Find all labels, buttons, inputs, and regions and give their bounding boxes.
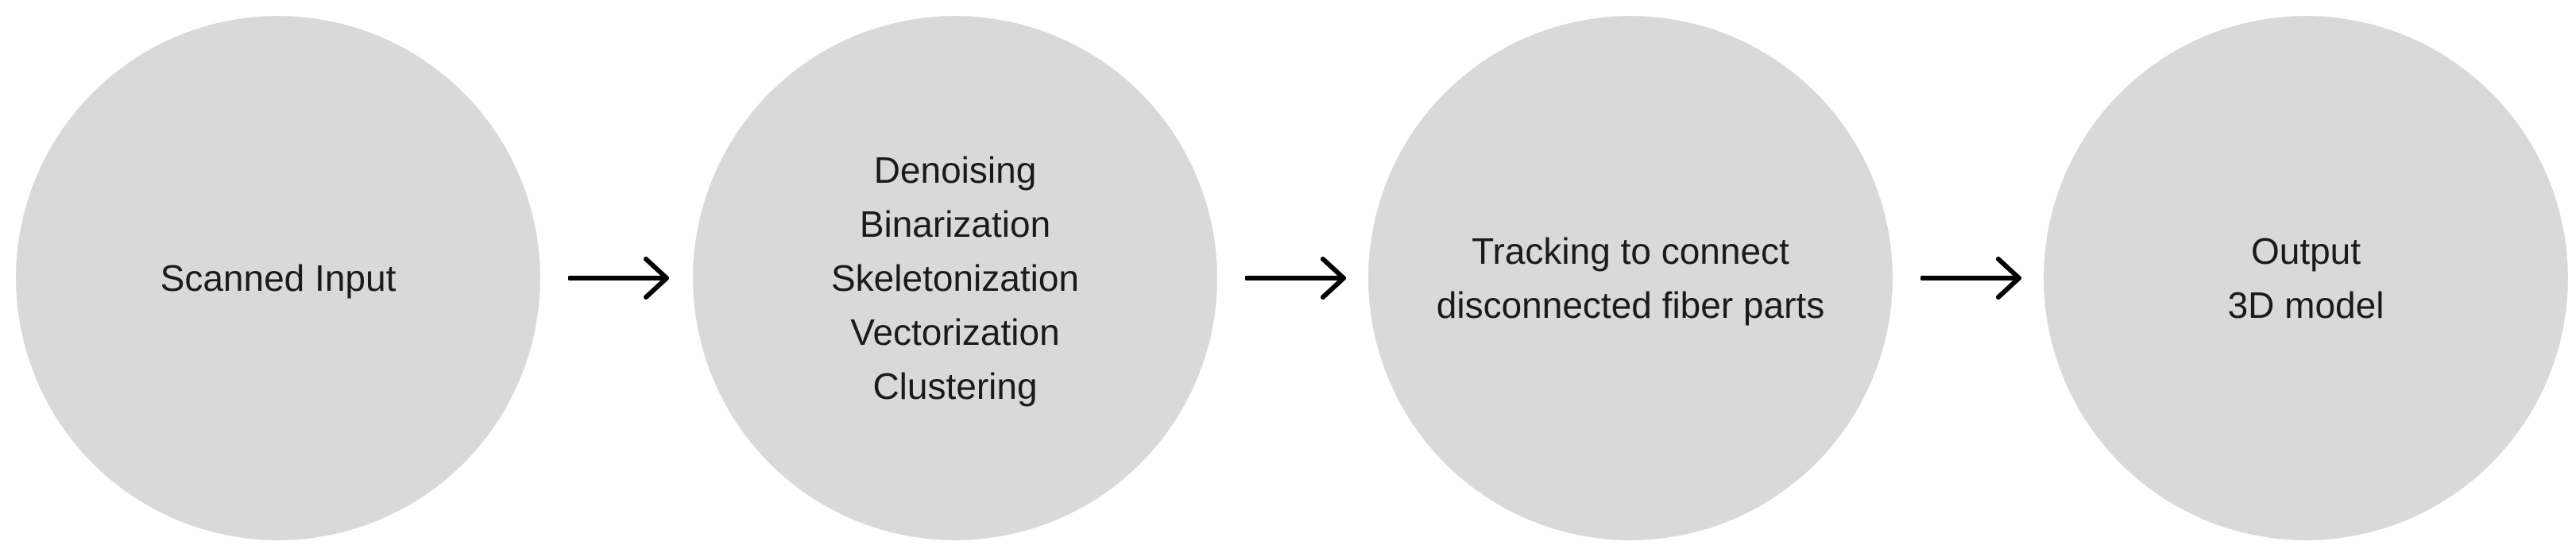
node-label-line: Output (2250, 230, 2361, 272)
node-tracking: Tracking to connect disconnected fiber p… (1368, 16, 1893, 540)
node-label: Output 3D model (2228, 224, 2385, 332)
node-label-line: Binarization (859, 203, 1051, 245)
node-scanned-input: Scanned Input (16, 16, 540, 540)
node-label: Denoising Binarization Skeletonization V… (831, 143, 1079, 413)
node-processing-steps: Denoising Binarization Skeletonization V… (693, 16, 1217, 540)
node-label: Scanned Input (161, 251, 396, 305)
node-output: Output 3D model (2044, 16, 2568, 540)
node-label-line: disconnected fiber parts (1436, 284, 1825, 326)
node-label-line: Tracking to connect (1472, 230, 1789, 272)
node-label-line: Scanned Input (160, 257, 396, 299)
arrow-right-icon (568, 256, 671, 300)
arrow-right-icon-svg (1920, 257, 2021, 300)
arrow-right-icon-svg (1245, 257, 1346, 300)
node-label-line: 3D model (2227, 284, 2385, 326)
arrow-right-icon-svg (568, 257, 669, 300)
node-label-line: Vectorization (850, 311, 1060, 353)
node-label-line: Skeletonization (831, 257, 1079, 299)
node-label-line: Denoising (873, 149, 1037, 191)
node-label: Tracking to connect disconnected fiber p… (1437, 224, 1824, 332)
arrow-right-icon (1920, 256, 2024, 300)
node-label-line: Clustering (872, 366, 1038, 407)
arrow-right-icon (1245, 256, 1348, 300)
